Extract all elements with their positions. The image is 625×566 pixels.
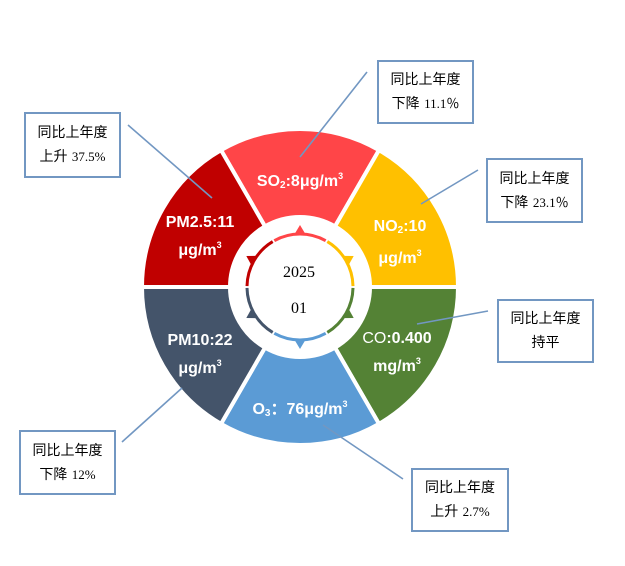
callout-no2: 同比上年度下降 23.1％ [486, 158, 583, 223]
segment-no2 [332, 147, 461, 289]
leader-line-o3 [322, 424, 404, 480]
center-year: 2025 [283, 264, 315, 281]
callout-pm25: 同比上年度上升 37.5% [24, 112, 121, 178]
center-month: 01 [291, 300, 307, 317]
center-circle [250, 237, 350, 337]
callout-o3: 同比上年度上升 2.7% [411, 468, 509, 532]
marker-pm10-icon [246, 308, 258, 319]
segment-o3 [218, 344, 382, 447]
leader-line-so2 [299, 71, 368, 158]
leader-line-no2 [420, 169, 479, 205]
callout-pm10: 同比上年度下降 12% [19, 430, 116, 495]
segment-co [332, 285, 461, 427]
marker-o3-icon [294, 339, 306, 349]
label-so2: SO2:8μg/m3 [256, 171, 344, 191]
marker-pm25-icon [246, 255, 258, 266]
segment-pm25 [139, 147, 268, 289]
callout-co: 同比上年度持平 [497, 299, 594, 363]
label-o3: O3：76μg/m3 [252, 399, 348, 419]
segment-pm10 [139, 285, 268, 427]
marker-so2-icon [294, 225, 306, 235]
leader-line-pm10 [121, 387, 183, 443]
segment-so2 [218, 127, 382, 230]
leader-line-pm25 [127, 124, 213, 199]
marker-no2-icon [342, 255, 354, 266]
callout-so2: 同比上年度下降 11.1％ [377, 60, 474, 124]
leader-line-co [416, 310, 489, 325]
marker-co-icon [342, 308, 354, 319]
